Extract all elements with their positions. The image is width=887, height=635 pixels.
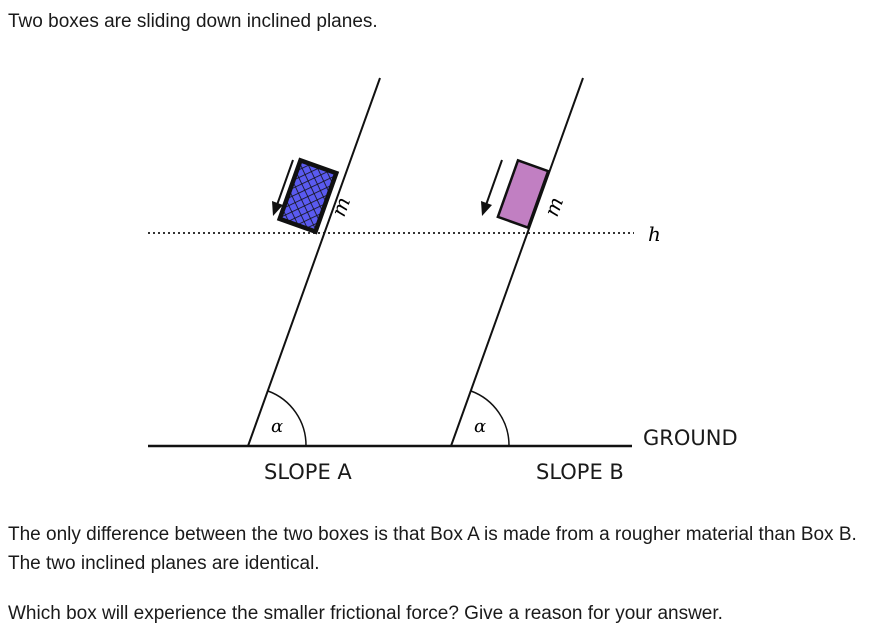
- inclined-planes-diagram: m m α α h SLOPE A SLOPE B GROUND: [148, 77, 738, 484]
- slope-a-angle-arc: [267, 390, 307, 447]
- box-a: [276, 157, 340, 235]
- intro-text: Two boxes are sliding down inclined plan…: [8, 11, 378, 32]
- slope-a-label: SLOPE A: [264, 460, 352, 484]
- angle-label-a: α: [271, 416, 283, 437]
- arrow-down-slope-b-icon: [481, 159, 503, 216]
- question-context: The only difference between the two boxe…: [8, 524, 857, 574]
- ground-label: GROUND: [643, 426, 738, 450]
- box-b: [496, 158, 550, 230]
- slope-b-angle-arc: [470, 390, 510, 447]
- mass-label-b: m: [539, 194, 568, 220]
- question-prompt: Which box will experience the smaller fr…: [8, 603, 723, 624]
- angle-label-b: α: [474, 416, 486, 437]
- slope-b-incline: [450, 77, 584, 447]
- arrow-down-slope-a-icon: [272, 159, 294, 216]
- slope-b-label: SLOPE B: [536, 460, 624, 484]
- height-label: h: [648, 222, 661, 246]
- slope-a-incline: [247, 77, 381, 447]
